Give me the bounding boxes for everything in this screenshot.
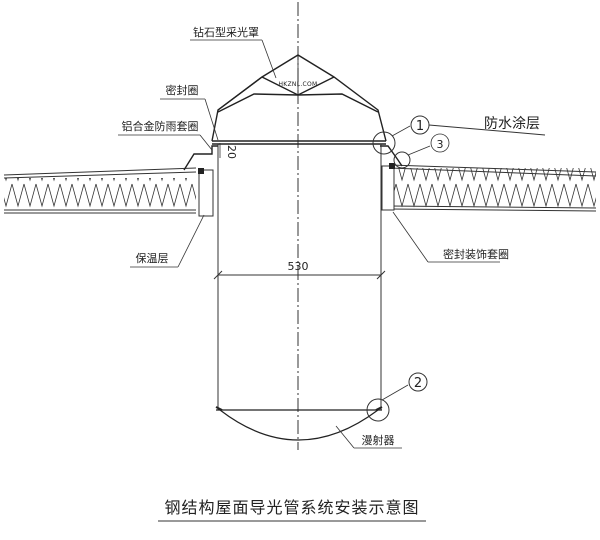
right-insulation-block [381, 165, 395, 211]
right-roof-panel [389, 164, 597, 212]
marker-2-text: 2 [414, 376, 422, 391]
detail-marker-3 [393, 133, 450, 169]
detail-marker-1 [372, 115, 546, 155]
waterproof-label: 防水涂层 [484, 116, 540, 132]
dome-callout [190, 39, 277, 79]
diffuser-callout [335, 425, 402, 449]
trim-ring-label: 密封装饰套圈 [443, 247, 509, 261]
seal-ring-label: 密封圈 [166, 83, 199, 97]
diameter-dimension-text: 530 [288, 260, 309, 273]
diameter-dimension: 530 [213, 260, 386, 280]
insulation-label: 保温层 [136, 251, 169, 265]
seal-ring-callout [160, 98, 219, 141]
rain-collar [183, 140, 403, 171]
diffuser [215, 406, 383, 441]
left-roof-panel [3, 167, 197, 214]
marker-3-text: 3 [437, 138, 444, 151]
height-dimension: 20 [219, 143, 238, 159]
dome-logo-text: HKZNL.COM [278, 81, 317, 88]
trim-ring-callout [392, 211, 500, 263]
diagram-title: 钢结构屋面导光管系统安装示意图 [164, 498, 419, 517]
diffuser-label: 漫射器 [362, 433, 395, 447]
height-dimension-text: 20 [225, 145, 238, 159]
marker-1-text: 1 [416, 119, 424, 134]
left-insulation-block [198, 169, 214, 217]
rain-collar-callout [118, 134, 213, 151]
detail-marker-2 [366, 372, 428, 422]
dome-label: 钻石型采光罩 [193, 25, 259, 39]
diamond-dome [211, 54, 387, 142]
insulation-callout [130, 214, 205, 268]
rain-collar-label: 铝合金防雨套圈 [122, 119, 199, 133]
